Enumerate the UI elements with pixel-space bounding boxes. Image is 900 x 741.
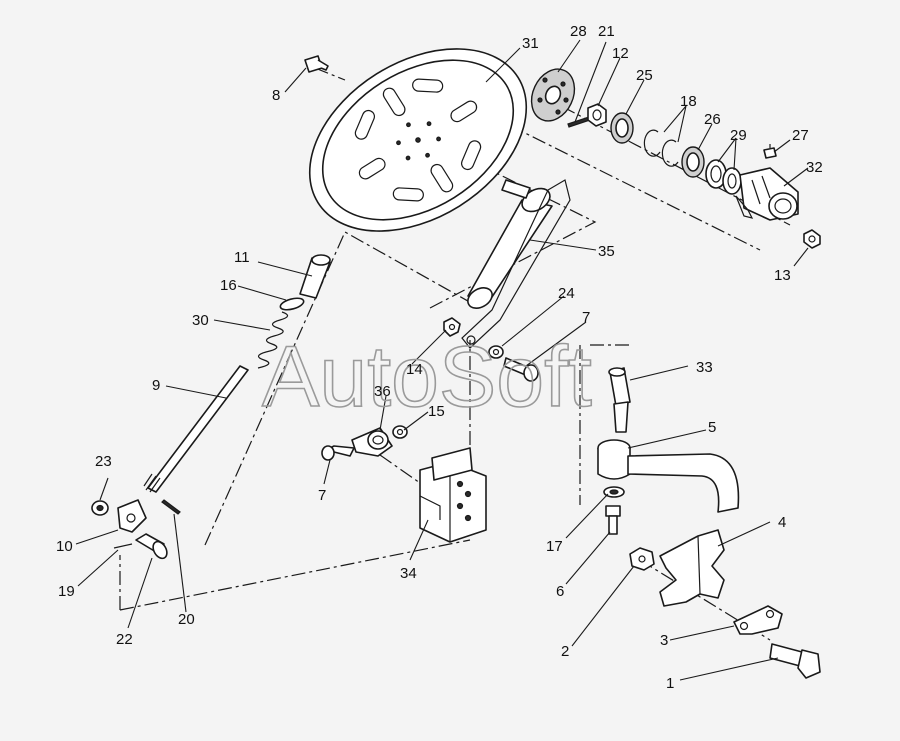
callout-1: 1: [666, 675, 674, 692]
bolt-7b: [503, 357, 539, 382]
callout-34: 34: [400, 565, 417, 582]
bearing-26: [681, 146, 705, 178]
nut-15: [392, 425, 408, 439]
bushing-23: [91, 500, 109, 516]
grease-nipple-27: [763, 144, 777, 159]
pin-33: [608, 367, 631, 433]
callout-35: 35: [598, 243, 615, 260]
hub-flange-28: [530, 68, 576, 122]
callout-11: 11: [234, 249, 250, 266]
pin-20: [161, 499, 181, 515]
callout-24: 24: [558, 285, 575, 302]
callout-3: 3: [660, 632, 668, 649]
callout-36: 36: [374, 383, 391, 400]
callout-7a: 7: [318, 487, 326, 504]
callout-13: 13: [774, 267, 791, 284]
clevis-10: [117, 499, 147, 533]
bearing-25: [610, 112, 634, 144]
steering-wheel: [308, 48, 528, 232]
callout-15: 15: [428, 403, 445, 420]
steering-column-35: [461, 179, 571, 349]
circlip-18a: [643, 129, 661, 157]
split-pin-19: [113, 543, 133, 549]
watermark: AutoSoft: [262, 329, 592, 425]
callout-21: 21: [598, 23, 615, 40]
callout-26: 26: [704, 111, 721, 128]
callout-23: 23: [95, 453, 112, 470]
callout-16: 16: [220, 277, 237, 294]
callout-5: 5: [708, 419, 716, 436]
callout-labels: 1 2 3 4 5 6 7 7 8 9 10 11 12 13 14 15 16…: [56, 23, 823, 692]
callout-17: 17: [546, 538, 563, 555]
nut-14: [443, 317, 461, 337]
callout-20: 20: [178, 611, 195, 628]
callout-22: 22: [116, 631, 133, 648]
screw-6: [605, 505, 621, 535]
callout-9: 9: [152, 377, 160, 394]
callout-4: 4: [778, 514, 786, 531]
clamp-36: [351, 427, 393, 457]
bolt-1: [769, 643, 821, 679]
callout-8: 8: [272, 87, 280, 104]
callout-2: 2: [561, 643, 569, 660]
bolt-7a: [321, 445, 355, 461]
callout-28: 28: [570, 23, 587, 40]
nut-12: [587, 103, 607, 127]
callout-10: 10: [56, 538, 73, 555]
callout-19: 19: [58, 583, 75, 600]
callout-32: 32: [806, 159, 823, 176]
washer-16: [279, 297, 305, 311]
callout-30: 30: [192, 312, 209, 329]
leader-lines: [75, 39, 809, 681]
callout-27: 27: [792, 127, 809, 144]
lever-3: [733, 605, 783, 635]
callout-6: 6: [556, 583, 564, 600]
callout-29: 29: [730, 127, 747, 144]
nut-2: [629, 547, 655, 571]
screw-8: [304, 55, 329, 73]
pin-11: [299, 254, 331, 299]
washer-24: [488, 345, 504, 359]
bracket-34: [419, 447, 487, 543]
callout-31: 31: [522, 35, 539, 52]
washer-29b: [722, 167, 742, 195]
washer-17: [603, 486, 625, 498]
pedal-arm-5: [597, 439, 740, 513]
callout-18: 18: [680, 93, 697, 110]
nut-13: [803, 229, 821, 249]
circlip-18b: [661, 139, 679, 167]
callout-33: 33: [696, 359, 713, 376]
callout-12: 12: [612, 45, 629, 62]
pedal-bracket-4: [659, 529, 725, 607]
callout-25: 25: [636, 67, 653, 84]
callout-14: 14: [406, 361, 423, 378]
bolt-22: [135, 533, 168, 560]
hub-housing-32: [735, 167, 799, 221]
spring-30: [257, 311, 289, 369]
callout-7b: 7: [582, 309, 590, 326]
